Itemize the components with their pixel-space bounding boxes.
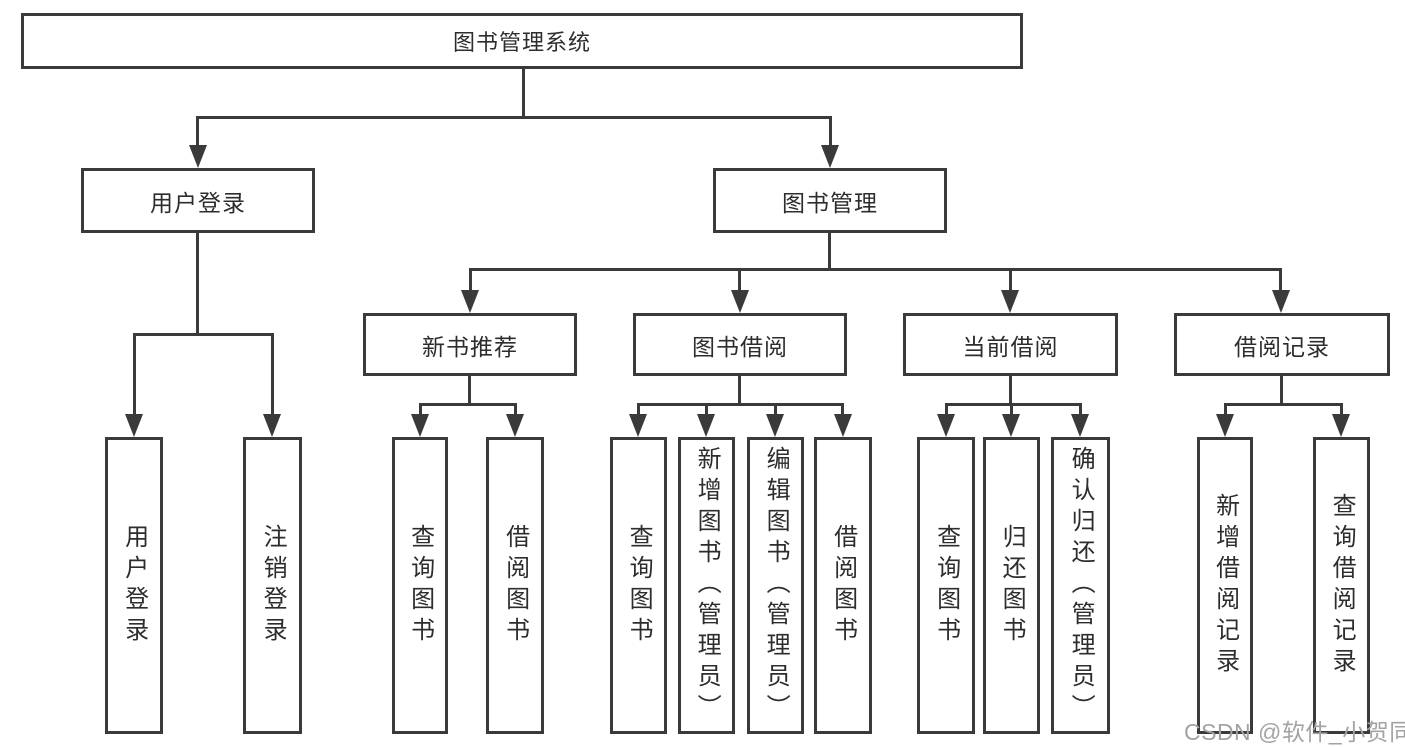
- connector-line: [738, 376, 741, 406]
- connector-line: [774, 403, 777, 417]
- arrowhead: [1071, 414, 1089, 437]
- arrowhead: [125, 414, 143, 437]
- leaf-label: 新增图书（管理员）: [693, 446, 721, 725]
- node-label: 新书推荐: [422, 333, 518, 360]
- leaf-logout: 注销登录: [243, 437, 302, 734]
- leaf-label: 新增借阅记录: [1211, 492, 1239, 679]
- node-book-borrowing: 图书借阅: [633, 313, 847, 376]
- arrowhead: [1216, 414, 1234, 437]
- connector-line: [1280, 376, 1283, 406]
- connector-line: [1079, 403, 1082, 417]
- connector-line: [945, 403, 948, 417]
- connector-line: [637, 403, 844, 406]
- arrowhead: [506, 414, 524, 437]
- leaf-label: 查询借阅记录: [1328, 492, 1356, 679]
- connector-line: [828, 233, 831, 271]
- leaf-add-books-admin: 新增图书（管理员）: [678, 437, 735, 734]
- leaf-label: 查询图书: [932, 523, 960, 648]
- node-label: 图书管理: [782, 189, 878, 216]
- leaf-label: 确认归还（管理员）: [1067, 446, 1095, 725]
- connector-line: [1340, 403, 1343, 417]
- arrowhead: [731, 290, 749, 313]
- connector-line: [196, 233, 199, 336]
- connector-line: [1009, 376, 1012, 406]
- connector-line: [514, 403, 517, 417]
- connector-line: [469, 268, 472, 293]
- node-label: 图书管理系统: [452, 30, 591, 55]
- connector-line: [522, 69, 525, 119]
- connector-line: [419, 403, 422, 417]
- arrowhead: [1332, 414, 1350, 437]
- connector-line: [1224, 403, 1227, 417]
- leaf-confirm-return-admin: 确认归还（管理员）: [1051, 437, 1110, 734]
- leaf-label: 借阅图书: [501, 523, 529, 648]
- connector-line: [945, 403, 1082, 406]
- arrowhead: [1002, 414, 1020, 437]
- node-current-borrowing: 当前借阅: [903, 313, 1118, 376]
- connector-line: [469, 268, 1282, 271]
- leaf-query-books-borrowing: 查询图书: [610, 437, 667, 734]
- arrowhead: [411, 414, 429, 437]
- connector-line: [271, 333, 274, 417]
- connector-line: [1010, 403, 1013, 417]
- arrowhead: [1272, 290, 1290, 313]
- arrowhead: [189, 145, 207, 168]
- node-label: 图书借阅: [692, 333, 788, 360]
- node-root-library-system: 图书管理系统: [21, 13, 1023, 69]
- leaf-label: 归还图书: [998, 523, 1026, 648]
- leaf-query-borrow-record: 查询借阅记录: [1313, 437, 1370, 734]
- leaf-add-borrow-record: 新增借阅记录: [1197, 437, 1253, 734]
- arrowhead: [821, 145, 839, 168]
- leaf-edit-books-admin: 编辑图书（管理员）: [747, 437, 804, 734]
- connector-line: [705, 403, 708, 417]
- connector-line: [738, 268, 741, 293]
- connector-line: [419, 403, 517, 406]
- leaf-query-books-recommend: 查询图书: [392, 437, 448, 734]
- node-book-management: 图书管理: [713, 168, 947, 233]
- connector-line: [133, 333, 274, 336]
- leaf-label: 查询图书: [625, 523, 653, 648]
- arrowhead: [629, 414, 647, 437]
- connector-line: [468, 376, 471, 406]
- leaf-label: 查询图书: [406, 523, 434, 648]
- leaf-return-books: 归还图书: [983, 437, 1040, 734]
- connector-line: [637, 403, 640, 417]
- arrowhead: [766, 414, 784, 437]
- arrowhead: [834, 414, 852, 437]
- leaf-label: 用户登录: [120, 523, 148, 648]
- connector-line: [1009, 268, 1012, 293]
- node-label: 当前借阅: [962, 333, 1059, 360]
- connector-line: [133, 333, 136, 417]
- node-label: 借阅记录: [1234, 333, 1330, 360]
- leaf-query-books-current: 查询图书: [917, 437, 975, 734]
- leaf-borrow-books-borrowing: 借阅图书: [814, 437, 872, 734]
- connector-line: [196, 116, 199, 148]
- arrowhead: [263, 414, 281, 437]
- connector-line: [196, 116, 832, 119]
- arrowhead: [697, 414, 715, 437]
- connector-line: [841, 403, 844, 417]
- csdn-watermark: CSDN @软件_小贺同学: [1184, 719, 1405, 745]
- connector-line: [829, 116, 832, 148]
- leaf-label: 借阅图书: [829, 523, 857, 648]
- arrowhead: [461, 290, 479, 313]
- leaf-borrow-books-recommend: 借阅图书: [486, 437, 544, 734]
- arrowhead: [937, 414, 955, 437]
- node-user-login: 用户登录: [81, 168, 315, 233]
- leaf-label: 注销登录: [259, 523, 287, 648]
- connector-line: [1224, 403, 1343, 406]
- node-label: 用户登录: [150, 189, 246, 216]
- arrowhead: [1001, 290, 1019, 313]
- node-new-book-recommend: 新书推荐: [363, 313, 577, 376]
- leaf-label: 编辑图书（管理员）: [762, 446, 790, 725]
- node-borrowing-records: 借阅记录: [1174, 313, 1390, 376]
- connector-line: [1279, 268, 1282, 293]
- leaf-user-login: 用户登录: [105, 437, 163, 734]
